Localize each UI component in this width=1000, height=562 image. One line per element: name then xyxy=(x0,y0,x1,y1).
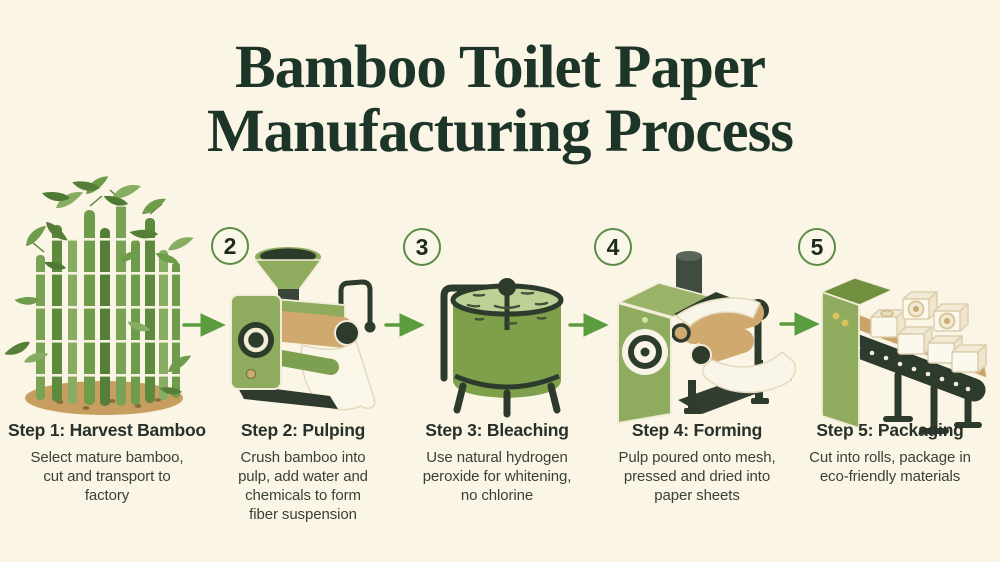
pulping-machine-icon xyxy=(230,247,376,411)
step-2-caption: Step 2: Pulping Crush bamboo into pulp, … xyxy=(203,420,403,524)
bleaching-vat-icon xyxy=(440,278,564,418)
forming-machine-icon xyxy=(617,251,796,424)
step-1-title: Step 1: Harvest Bamboo xyxy=(8,420,206,440)
step-3-description: Use natural hydrogen peroxide for whiten… xyxy=(422,449,572,504)
page-title: Bamboo Toilet Paper Manufacturing Proces… xyxy=(0,36,1000,164)
packaging-conveyor-icon xyxy=(821,277,988,434)
step-4-number-badge: 4 xyxy=(594,228,632,266)
step-5-caption: Step 5: Packaging Cut into rolls, packag… xyxy=(790,420,990,486)
step-5-number-badge: 5 xyxy=(798,228,836,266)
step-5-title: Step 5: Packaging xyxy=(816,420,964,440)
step-1-caption: Step 1: Harvest Bamboo Select mature bam… xyxy=(7,420,207,505)
badge-number: 4 xyxy=(606,233,620,260)
step-3-caption: Step 3: Bleaching Use natural hydrogen p… xyxy=(397,420,597,505)
badge-number: 5 xyxy=(810,233,824,260)
step-3-number-badge: 3 xyxy=(403,228,441,266)
badge-number: 2 xyxy=(223,232,237,259)
page-title-line2: Manufacturing Process xyxy=(206,98,794,165)
step-2-title: Step 2: Pulping xyxy=(240,420,366,440)
step-4-title: Step 4: Forming xyxy=(631,420,763,440)
badge-number: 3 xyxy=(415,233,429,260)
step-4-caption: Step 4: Forming Pulp poured onto mesh, p… xyxy=(597,420,797,505)
page-title-line1: Bamboo Toilet Paper xyxy=(234,34,766,101)
bamboo-grove-icon xyxy=(2,173,196,415)
toilet-paper-rolls xyxy=(870,291,987,373)
step-2-description: Crush bamboo into pulp, add water and ch… xyxy=(238,449,368,523)
step-1-description: Select mature bamboo, cut and transport … xyxy=(30,449,184,504)
step-2-number-badge: 2 xyxy=(211,227,249,265)
step-3-title: Step 3: Bleaching xyxy=(425,420,569,440)
step-5-description: Cut into rolls, package in eco-friendly … xyxy=(809,449,971,485)
step-4-description: Pulp poured onto mesh, pressed and dried… xyxy=(618,449,776,504)
